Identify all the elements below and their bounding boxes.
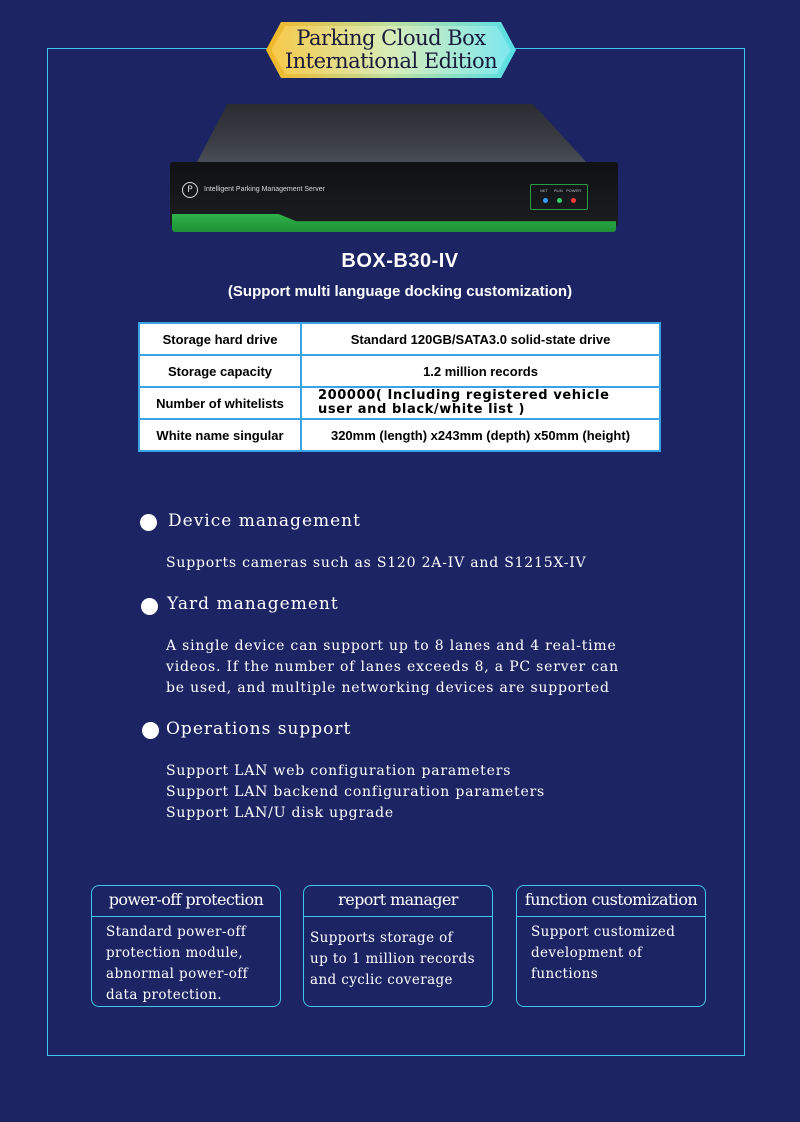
card-line: abnormal power-off xyxy=(106,966,249,982)
bullet-circle-icon xyxy=(141,598,158,615)
table-row: Number of whitelists 200000( Including r… xyxy=(138,386,661,420)
title-banner: Parking Cloud Box International Edition xyxy=(266,22,516,78)
spec-key: Storage capacity xyxy=(138,354,302,388)
feature-title: Operations support xyxy=(166,719,352,739)
spec-value: 320mm (length) x243mm (depth) x50mm (hei… xyxy=(300,418,661,452)
led-label-power: POWER xyxy=(566,188,582,193)
feature-description: Supports cameras such as S120 2A-IV and … xyxy=(166,553,586,574)
card-description: Standard power-off protection module, ab… xyxy=(106,922,248,1006)
card-title: power-off protection xyxy=(108,890,264,909)
table-row: Storage capacity 1.2 million records xyxy=(138,354,661,388)
feature-line: Support LAN/U disk upgrade xyxy=(166,805,394,821)
card-line: Standard power-off xyxy=(106,924,247,940)
bullet-circle-icon xyxy=(142,722,159,739)
feature-line: A single device can support up to 8 lane… xyxy=(166,638,617,654)
card-line: and cyclic coverage xyxy=(310,972,453,988)
card-title: function customization xyxy=(524,890,698,909)
card-line: up to 1 million records xyxy=(310,951,475,967)
spec-key: Storage hard drive xyxy=(138,322,302,356)
card-line: data protection. xyxy=(106,987,222,1003)
feature-card-report-manager: report manager Supports storage of up to… xyxy=(303,885,493,1007)
feature-line: videos. If the number of lanes exceeds 8… xyxy=(166,659,619,675)
card-line: Support customized xyxy=(531,924,676,940)
spec-value: 200000( Including registered vehicle use… xyxy=(300,386,661,420)
product-image: P Intelligent Parking Management Server … xyxy=(168,104,618,234)
feature-card-power-off: power-off protection Standard power-off … xyxy=(91,885,281,1007)
feature-line: Support LAN web configuration parameters xyxy=(166,763,512,779)
spec-value-line: 200000( Including registered vehicle xyxy=(318,388,610,403)
spec-value: Standard 120GB/SATA3.0 solid-state drive xyxy=(300,322,661,356)
feature-title: Yard management xyxy=(167,594,339,614)
feature-card-function-customization: function customization Support customize… xyxy=(516,885,706,1007)
feature-line: Support LAN backend configuration parame… xyxy=(166,784,546,800)
spec-value-line: user and black/white list ) xyxy=(318,402,526,417)
product-model: BOX-B30-IV xyxy=(341,250,459,272)
power-led-icon xyxy=(571,198,576,203)
spec-key: White name singular xyxy=(138,418,302,452)
status-led-panel: NET RUN POWER xyxy=(530,184,588,210)
led-label-net: NET xyxy=(540,188,548,193)
card-line: functions xyxy=(531,966,599,982)
feature-line: be used, and multiple networking devices… xyxy=(166,680,610,696)
run-led-icon xyxy=(557,198,562,203)
banner-title-line1: Parking Cloud Box xyxy=(296,26,486,50)
card-line: Supports storage of xyxy=(310,930,454,946)
device-front-label: Intelligent Parking Management Server xyxy=(204,186,326,193)
table-row: White name singular 320mm (length) x243m… xyxy=(138,418,661,452)
table-row: Storage hard drive Standard 120GB/SATA3.… xyxy=(138,322,661,356)
card-description: Supports storage of up to 1 million reco… xyxy=(310,928,475,991)
card-title: report manager xyxy=(338,890,458,909)
net-led-icon xyxy=(543,198,548,203)
feature-description: A single device can support up to 8 lane… xyxy=(166,636,619,699)
bullet-circle-icon xyxy=(140,514,157,531)
spec-value: 1.2 million records xyxy=(300,354,661,388)
spec-table: Storage hard drive Standard 120GB/SATA3.… xyxy=(138,322,661,452)
card-line: protection module, xyxy=(106,945,244,961)
banner-title-line2: International Edition xyxy=(284,49,498,73)
led-label-run: RUN xyxy=(554,188,563,193)
card-line: development of xyxy=(531,945,643,961)
product-support-note: (Support multi language docking customiz… xyxy=(227,283,573,300)
card-description: Support customized development of functi… xyxy=(531,922,675,985)
feature-line: Supports cameras such as S120 2A-IV and … xyxy=(166,555,587,571)
parking-logo-icon: P xyxy=(182,182,198,198)
feature-title: Device management xyxy=(168,511,361,531)
feature-description: Support LAN web configuration parameters… xyxy=(166,761,545,824)
spec-key: Number of whitelists xyxy=(138,386,302,420)
